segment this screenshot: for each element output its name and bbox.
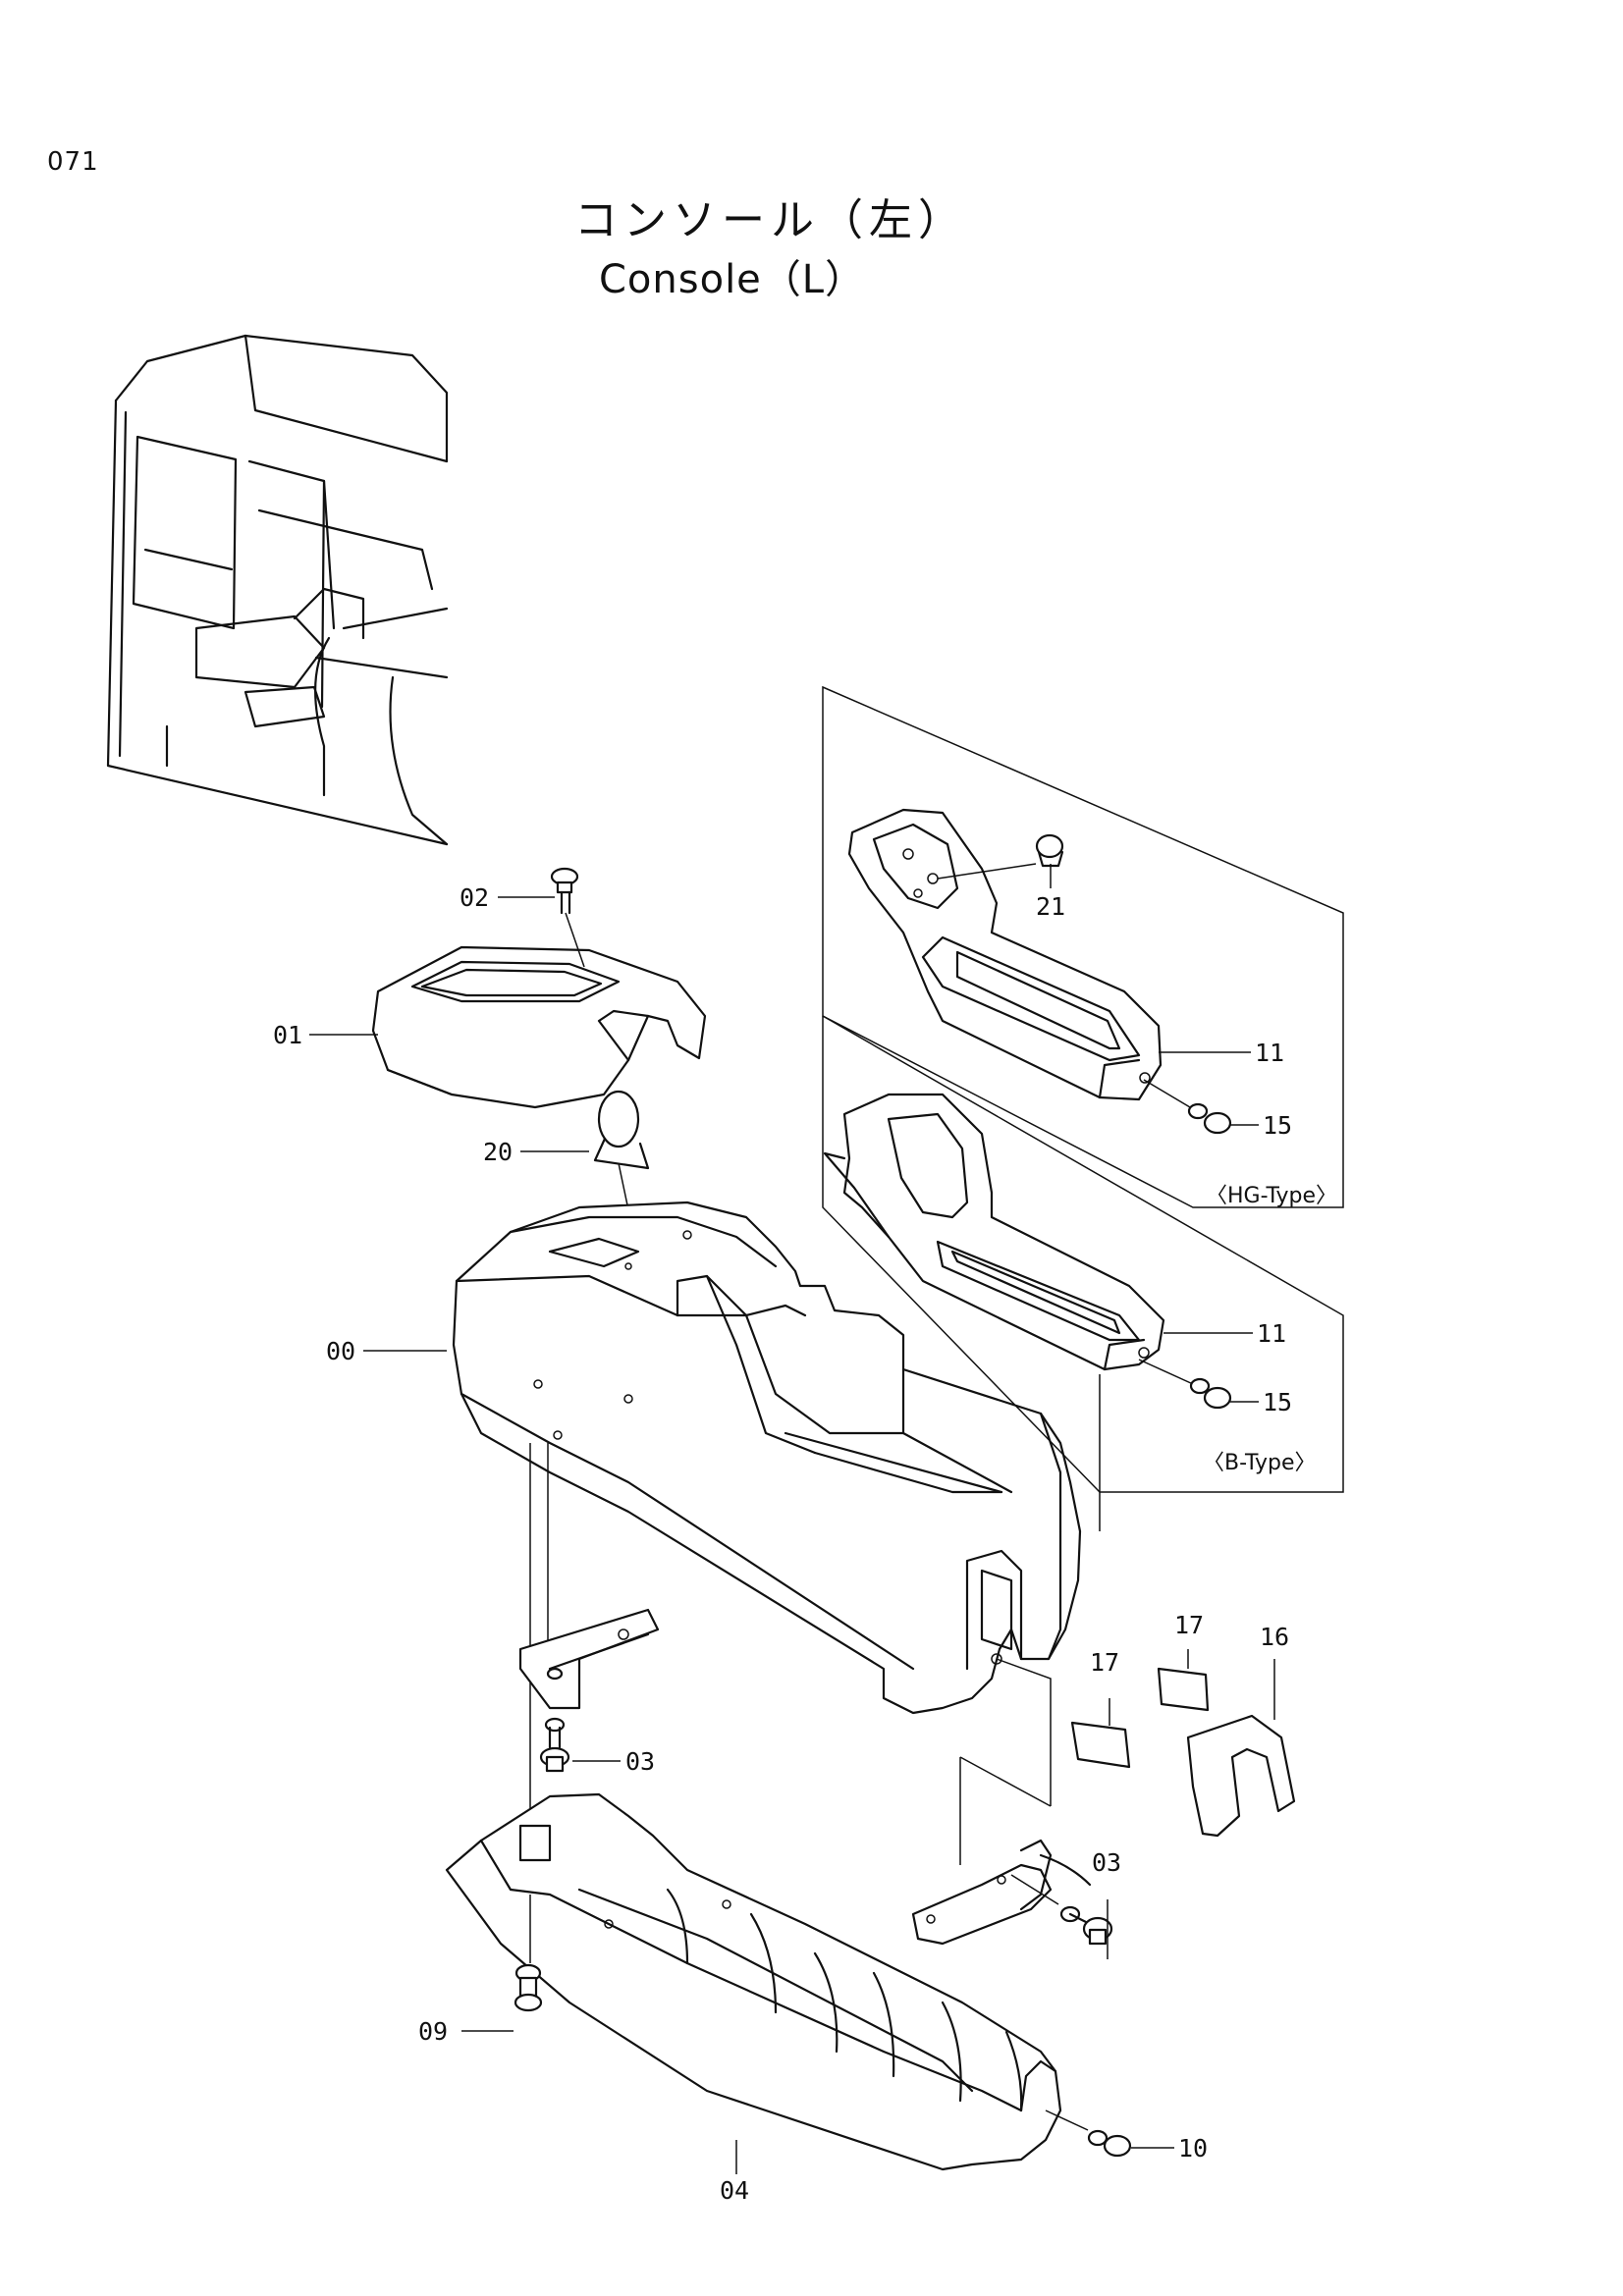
label-04: 04 [720,2176,749,2205]
label-11-hg: 11 [1255,1039,1284,1067]
part-04-bottom-cover [445,1792,1062,2171]
part-01-cover [371,945,707,1109]
label-01: 01 [273,1021,302,1049]
part-15-screw-b [1138,1359,1232,1410]
label-10: 10 [1178,2134,1208,2163]
part-labels: 02 01 20 00 03 09 04 10 03 21 11 15 11 1… [273,883,1337,2205]
label-15-b: 15 [1263,1388,1292,1416]
part-09-bolt [514,1895,543,2012]
bracket [518,1608,660,1710]
part-03-bolt-left [539,1717,570,1773]
title-english: Console（L） [599,257,866,302]
leader-lines [309,864,1275,2174]
variant-label-b: 〈B-Type〉 [1203,1451,1317,1475]
label-20: 20 [483,1138,513,1166]
page-number: 071 [47,147,99,177]
label-15-hg: 15 [1263,1111,1292,1140]
part-21-plug [937,833,1064,880]
label-02: 02 [460,883,489,912]
option-panel-frames [822,685,1344,1531]
label-09: 09 [418,2017,448,2046]
label-11-b: 11 [1257,1319,1286,1348]
part-16-u-cover [1186,1714,1296,1838]
label-00: 00 [326,1337,355,1365]
title-japanese: コンソール（左） [574,195,967,245]
part-00-console-body [452,1201,1082,1826]
part-03-bolt-right [1010,1874,1113,1946]
part-11-armrest-b [823,1093,1165,1371]
label-17-upper: 17 [1174,1611,1204,1639]
label-03-right: 03 [1092,1848,1121,1877]
label-17-lower: 17 [1090,1648,1119,1677]
variant-label-hg: 〈HG-Type〉 [1206,1184,1337,1208]
label-21: 21 [1036,892,1065,921]
part-02-screw [550,867,585,968]
part-17-pads [1070,1667,1210,1769]
lever-bracket [911,1658,1092,1946]
cab-illustration [106,334,449,846]
part-15-screw-hg [1143,1079,1232,1135]
label-16: 16 [1260,1623,1289,1651]
part-10-bolt [1045,2109,1132,2158]
label-03-left: 03 [625,1747,655,1776]
part-11-armrest-hg [847,808,1163,1101]
